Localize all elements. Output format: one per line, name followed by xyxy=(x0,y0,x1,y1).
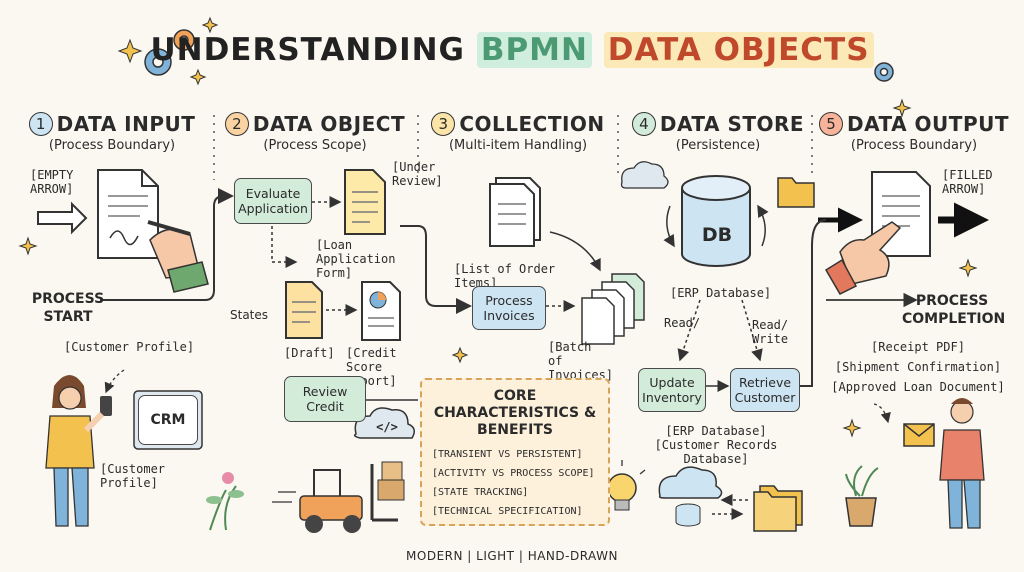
forklift-icon xyxy=(299,461,405,533)
document-icon xyxy=(97,169,159,259)
evaluate-application-task[interactable]: Evaluate Application xyxy=(234,178,312,224)
envelope-icon xyxy=(903,423,935,447)
approved-loan-document-label: [Approved Loan Document] xyxy=(831,380,1005,394)
core-item: [ACTIVITY VS PROCESS SCOPE] xyxy=(432,468,595,479)
section-name: COLLECTION xyxy=(459,112,605,136)
draft-document-icon xyxy=(285,281,323,339)
database-icon xyxy=(681,175,751,267)
batch-of-invoices-label: [Batch of Invoices] xyxy=(548,340,614,382)
cloud-database-icon xyxy=(658,466,723,527)
core-characteristics-panel: CORE CHARACTERISTICS & BENEFITS [TRANSIE… xyxy=(420,378,610,526)
update-inventory-task[interactable]: Update Inventory xyxy=(638,368,706,412)
erp-database-label: [ERP Database] xyxy=(670,286,772,300)
section-subtitle: (Process Scope) xyxy=(263,138,367,153)
read-label: Read/ xyxy=(664,316,701,330)
core-item: [STATE TRACKING] xyxy=(432,487,529,498)
review-credit-task[interactable]: Review Credit xyxy=(284,376,366,422)
section-name: DATA STORE xyxy=(659,112,805,136)
credit-report-icon xyxy=(361,281,401,341)
filled-arrow-label: [FILLED ARROW] xyxy=(942,168,993,196)
section-subtitle: (Persistence) xyxy=(675,138,761,153)
page-title: UNDERSTANDING BPMN DATA OBJECTS xyxy=(0,32,1024,68)
process-invoices-task[interactable]: Process Invoices xyxy=(472,286,546,330)
person-woman-icon xyxy=(45,375,112,527)
section-number: 3 xyxy=(431,112,456,136)
section-name: DATA OBJECT xyxy=(252,112,406,136)
empty-arrow-label: [EMPTY ARROW] xyxy=(30,168,74,196)
crm-system: CRM xyxy=(138,395,198,445)
section-subtitle: (Multi-item Handling) xyxy=(448,138,588,153)
folder-icon xyxy=(777,177,815,208)
empty-arrow-icon xyxy=(37,201,88,235)
shipment-confirmation-label: [Shipment Confirmation] xyxy=(834,360,1002,374)
code-glyph: </> xyxy=(376,420,398,434)
loan-form-label: [Loan Application Form] xyxy=(316,238,396,280)
customer-profile-label-top: [Customer Profile] xyxy=(64,340,195,354)
section-name: DATA OUTPUT xyxy=(847,112,1009,136)
section-subtitle: (Process Boundary) xyxy=(850,138,978,153)
process-start-label: PROCESS START xyxy=(31,291,105,325)
section-number: 2 xyxy=(224,112,249,136)
section-dividers xyxy=(213,115,813,180)
states-label: States xyxy=(230,308,269,322)
potted-plant-icon xyxy=(845,465,879,527)
person-man-icon xyxy=(939,398,985,529)
form-document-icon xyxy=(344,169,386,235)
sync-arrows-icon xyxy=(663,204,769,248)
footer-caption: MODERN | LIGHT | HAND-DRAWN xyxy=(406,549,618,563)
section-number: 5 xyxy=(819,112,843,136)
receipt-pdf-label: [Receipt PDF] xyxy=(871,340,965,354)
document-list-icon xyxy=(489,177,541,247)
read-write-label: Read/ Write xyxy=(752,318,789,346)
section-name: DATA INPUT xyxy=(56,112,196,136)
core-title: CORE CHARACTERISTICS & BENEFITS xyxy=(433,388,597,438)
lightbulb-icon xyxy=(598,460,646,511)
code-cloud-icon xyxy=(353,407,415,439)
title-part-1: UNDERSTANDING xyxy=(150,32,466,68)
db-label: DB xyxy=(701,224,733,246)
folder-stack-icon xyxy=(753,485,803,532)
start-flow-arrow xyxy=(100,188,234,301)
section-number: 1 xyxy=(28,112,53,136)
draft-label: [Draft] xyxy=(284,346,335,360)
plant-icon xyxy=(206,472,244,531)
under-review-label: [Under Review] xyxy=(392,160,443,188)
title-part-2: BPMN xyxy=(476,32,592,68)
pointing-hand-icon xyxy=(824,221,902,295)
hand-pen-icon xyxy=(147,220,209,293)
retrieve-customer-task[interactable]: Retrieve Customer xyxy=(730,368,800,412)
title-part-3: DATA OBJECTS xyxy=(603,32,874,68)
process-completion-label: PROCESS COMPLETION xyxy=(902,293,1006,327)
core-item: [TRANSIENT VS PERSISTENT] xyxy=(432,449,583,460)
customer-profile-label-bottom: [Customer Profile] xyxy=(100,462,166,490)
core-item: [TECHNICAL SPECIFICATION] xyxy=(432,506,583,517)
invoice-stack-icon xyxy=(581,273,645,345)
cloud-icon xyxy=(620,161,669,189)
store-databases-label: [ERP Database] [Customer Records Databas… xyxy=(654,424,778,466)
section-number: 4 xyxy=(631,112,656,136)
section-subtitle: (Process Boundary) xyxy=(48,138,176,153)
